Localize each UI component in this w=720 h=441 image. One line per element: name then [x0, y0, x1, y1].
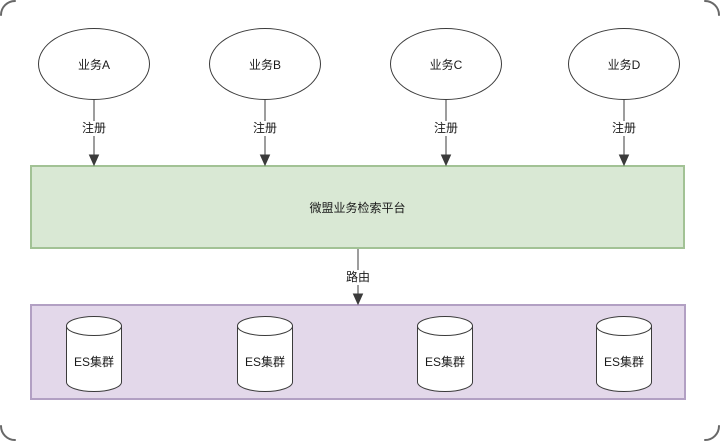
corner-arc-icon: [704, 425, 720, 441]
service-label: 业务C: [429, 57, 463, 72]
corner-arc-icon: [704, 0, 720, 16]
database-cylinder-icon: [66, 316, 122, 392]
es-cluster-label: ES集群: [424, 355, 465, 369]
platform-label: 微盟业务检索平台: [309, 200, 406, 215]
down-arrowhead-icon: [618, 154, 630, 167]
down-arrowhead-icon: [259, 154, 271, 167]
corner-arc-icon: [0, 0, 16, 16]
down-arrowhead-icon: [440, 154, 452, 167]
es-cluster-node-4: ES集群: [596, 316, 652, 392]
register-edge-label: 注册: [606, 121, 642, 136]
database-cylinder-icon: [596, 316, 652, 392]
register-edge-label: 注册: [76, 121, 112, 136]
es-cluster-label: ES集群: [603, 355, 644, 369]
service-node-c: 业务C: [390, 28, 502, 100]
corner-arc-icon: [0, 425, 16, 441]
es-cluster-container-box: [30, 304, 686, 400]
service-label: 业务B: [248, 57, 281, 72]
register-edge-label: 注册: [428, 121, 464, 136]
service-label: 业务D: [607, 57, 641, 72]
es-cluster-node-3: ES集群: [417, 316, 473, 392]
es-cluster-node-2: ES集群: [237, 316, 293, 392]
service-label: 业务A: [77, 57, 110, 72]
service-node-b: 业务B: [209, 28, 321, 100]
es-cluster-label: ES集群: [244, 355, 285, 369]
route-edge-label: 路由: [340, 270, 376, 285]
register-edge-label: 注册: [247, 121, 283, 136]
database-cylinder-icon: [237, 316, 293, 392]
es-cluster-node-1: ES集群: [66, 316, 122, 392]
down-arrowhead-icon: [352, 293, 364, 306]
down-arrowhead-icon: [88, 154, 100, 167]
service-node-a: 业务A: [38, 28, 150, 100]
platform-box: 微盟业务检索平台: [30, 165, 685, 249]
database-cylinder-icon: [417, 316, 473, 392]
es-cluster-label: ES集群: [73, 355, 114, 369]
service-node-d: 业务D: [568, 28, 680, 100]
